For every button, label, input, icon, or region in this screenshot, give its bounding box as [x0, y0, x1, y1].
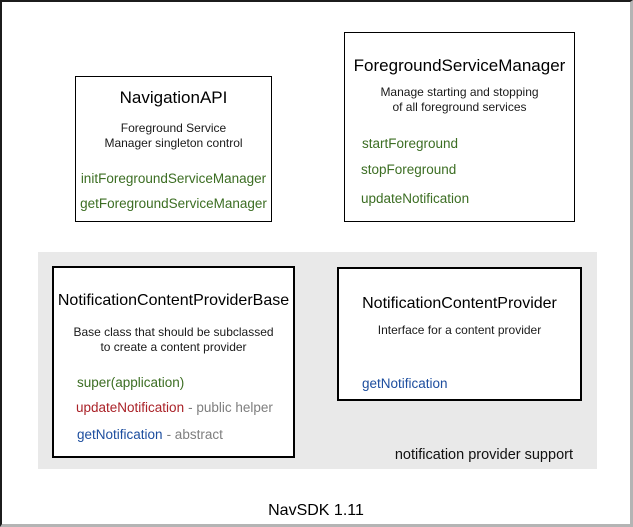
- method-name: super(application): [77, 375, 185, 390]
- method-name: updateNotification: [76, 400, 185, 415]
- method-get-foreground-service-manager: getForegroundServiceManager: [80, 196, 267, 211]
- class-title-foreground-service-manager: ForegroundServiceManager: [353, 56, 566, 75]
- class-description-line: to create a content provider: [100, 340, 247, 354]
- method-update-notification: updateNotification: [361, 191, 470, 206]
- class-box-navigation-api: NavigationAPI Foreground Service Manager…: [75, 76, 272, 222]
- diagram-caption: NavSDK 1.11: [268, 502, 364, 519]
- class-description-line: of all foreground services: [392, 100, 527, 114]
- class-title-notification-content-provider: NotificationContentProvider: [362, 295, 557, 312]
- class-box-notification-content-provider: NotificationContentProvider Interface fo…: [337, 267, 582, 401]
- method-super-application: super(application): [77, 375, 188, 391]
- class-box-foreground-service-manager: ForegroundServiceManager Manage starting…: [344, 32, 575, 222]
- class-title-notification-content-provider-base: NotificationContentProviderBase: [57, 292, 290, 309]
- class-description-line: Manage starting and stopping: [380, 85, 539, 99]
- class-title-navigation-api: NavigationAPI: [119, 88, 228, 107]
- method-name: getNotification: [77, 427, 163, 442]
- method-annotation: - public helper: [188, 400, 273, 415]
- method-stop-foreground: stopForeground: [361, 162, 457, 177]
- class-description-line: Base class that should be subclassed: [73, 325, 274, 339]
- method-init-foreground-service-manager: initForegroundServiceManager: [80, 171, 267, 186]
- method-get-notification: getNotification: [362, 376, 448, 391]
- class-description-line: Foreground Service: [120, 121, 227, 135]
- method-get-notification: getNotification- abstract: [77, 427, 223, 443]
- class-description-line: Manager singleton control: [104, 136, 243, 150]
- panel-label: notification provider support: [394, 447, 573, 463]
- class-box-notification-content-provider-base: NotificationContentProviderBase Base cla…: [52, 266, 295, 458]
- method-start-foreground: startForeground: [362, 136, 459, 151]
- class-description-line: Interface for a content provider: [377, 323, 542, 337]
- method-annotation: - abstract: [166, 427, 223, 442]
- method-update-notification: updateNotification- public helper: [76, 400, 273, 416]
